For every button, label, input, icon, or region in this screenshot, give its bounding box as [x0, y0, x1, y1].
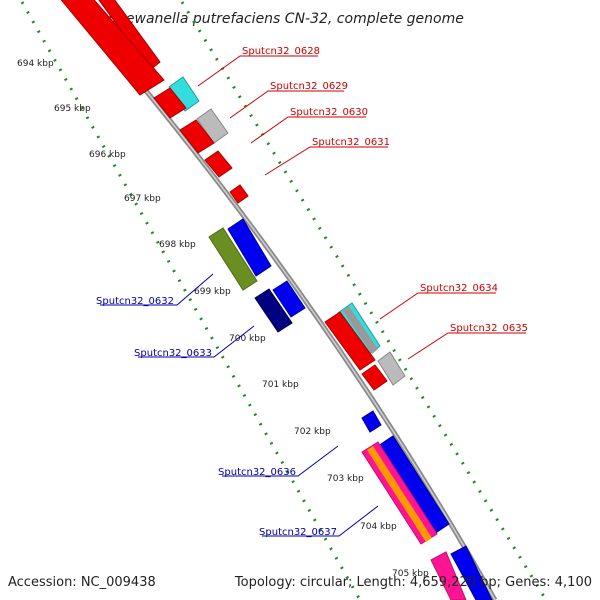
gene-block-20: [450, 545, 493, 600]
outer-tick-track: [20, 1, 362, 600]
callout-line: [222, 445, 339, 477]
tick-label: 698 kbp: [159, 240, 196, 250]
gene-block-6: [60, 0, 165, 96]
gene-block-4-stripe: [343, 306, 378, 354]
accession-text: Accession: NC_009438: [8, 575, 156, 590]
genome-stats-text: Topology: circular; Length: 4,659,220 bp…: [234, 575, 592, 590]
gene-block-10: [229, 184, 249, 204]
callout-line: [407, 332, 526, 360]
gene-block-12: [208, 227, 258, 291]
tick-label: 704 kbp: [360, 522, 397, 532]
tick-label: 703 kbp: [327, 474, 364, 484]
forward-gene-labels: Sputcn32_0628 Sputcn32_0629 Sputcn32_063…: [197, 46, 528, 360]
gene-label[interactable]: Sputcn32_0631: [312, 137, 390, 148]
inner-tick-track: [180, 1, 548, 600]
gene-block-9: [204, 150, 233, 178]
gene-block-5: [377, 351, 406, 386]
callout-line: [100, 273, 214, 306]
reverse-strand-genes: [60, 0, 493, 600]
tick-labels: 694 kbp 695 kbp 696 kbp 697 kbp 698 kbp …: [17, 59, 429, 579]
gene-block-17: [361, 410, 382, 433]
gene-label[interactable]: Sputcn32_0636: [218, 467, 296, 478]
callout-line: [262, 505, 379, 537]
callout-line: [264, 146, 388, 176]
gene-label[interactable]: Sputcn32_0630: [290, 107, 368, 118]
callout-line: [197, 55, 318, 87]
gene-block-16: [361, 364, 388, 391]
gene-label[interactable]: Sputcn32_0633: [134, 348, 212, 359]
callout-line: [379, 292, 496, 320]
gene-block-8: [179, 119, 215, 154]
gene-block-14: [254, 288, 293, 333]
gene-label[interactable]: Sputcn32_0635: [450, 323, 528, 334]
gene-block-7: [153, 87, 187, 119]
gene-label[interactable]: Sputcn32_0632: [96, 296, 174, 307]
tick-label: 705 kbp: [392, 569, 429, 579]
tick-label: 697 kbp: [124, 194, 161, 204]
gene-block-11: [227, 218, 272, 277]
tick-label: 695 kbp: [54, 104, 91, 114]
callout-line: [138, 325, 255, 358]
gene-block-21: [430, 551, 467, 600]
tick-label: 694 kbp: [17, 59, 54, 69]
callout-line: [229, 90, 344, 119]
gene-label[interactable]: Sputcn32_0629: [270, 81, 348, 92]
gene-label[interactable]: Sputcn32_0637: [259, 527, 337, 538]
map-title: Shewanella putrefaciens CN-32, complete …: [108, 11, 464, 27]
gene-block-13: [272, 280, 306, 318]
gene-label[interactable]: Sputcn32_0634: [420, 283, 498, 294]
reverse-gene-labels: Sputcn32_0632 Sputcn32_0633 Sputcn32_063…: [96, 273, 379, 538]
gene-block-19-stripe: [367, 446, 432, 542]
tick-label: 700 kbp: [229, 334, 266, 344]
gene-label[interactable]: Sputcn32_0628: [242, 46, 320, 57]
tick-label: 701 kbp: [262, 380, 299, 390]
gene-block-15: [324, 311, 376, 371]
tick-label: 699 kbp: [194, 287, 231, 297]
callout-line: [250, 116, 366, 144]
tick-label: 702 kbp: [294, 427, 331, 437]
tick-label: 696 kbp: [89, 150, 126, 160]
